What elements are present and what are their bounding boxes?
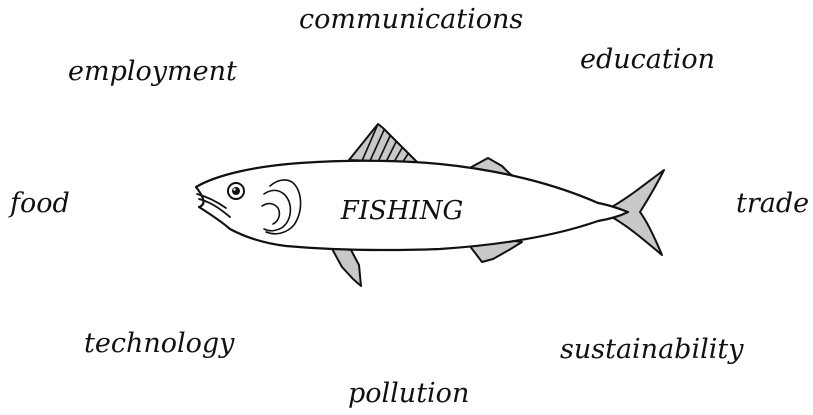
dorsal-fin [349, 124, 418, 163]
center-label-fishing: FISHING [340, 196, 464, 226]
pelvic-fin [331, 247, 361, 286]
fish-eye [228, 183, 244, 199]
